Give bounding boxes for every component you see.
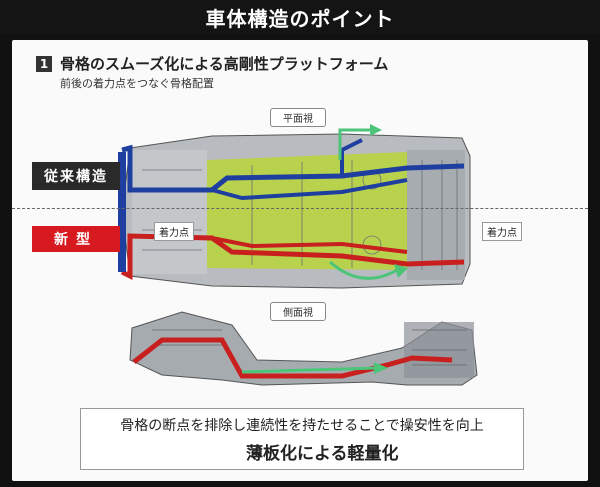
side-view-chassis <box>129 311 478 386</box>
summary-line-lightweight: 薄板化による軽量化 <box>246 444 399 464</box>
old-frame-crossmember <box>340 138 363 176</box>
chassis-illustration <box>118 124 478 462</box>
content-panel: 1 骨格のスムーズ化による高剛性プラットフォーム 前後の着力点をつなぐ骨格配置 <box>12 40 588 481</box>
summary-line-handling: 骨格の断点を排除し連続性を持たせることで操安性を向上 <box>120 418 484 434</box>
new-frame-rail-lower <box>120 233 465 281</box>
slide-title: 車体構造のポイント <box>0 0 600 34</box>
load-point-callout-left: 着力点 <box>154 222 194 241</box>
side-new-frame-rail <box>132 337 453 379</box>
top-view-label: 平面視 <box>270 108 326 127</box>
old-frame-rail-upper <box>121 144 465 193</box>
old-frame-rail-inner <box>211 178 408 201</box>
lower-flow-arrow-line <box>329 260 398 280</box>
side-flow-arrow-line <box>241 366 378 374</box>
section-subtitle: 前後の着力点をつなぐ骨格配置 <box>60 77 214 90</box>
top-flow-arrow-head <box>370 124 382 136</box>
lightweight-floor-zone <box>207 152 412 270</box>
section-number: 1 <box>36 56 52 72</box>
front-bumper-bracket <box>118 152 126 272</box>
lower-flow-arrow-head <box>394 264 408 278</box>
front-engine-bay <box>132 150 207 274</box>
side-flow-arrow-head <box>374 362 388 374</box>
side-view-label: 側面視 <box>270 302 326 321</box>
top-view-chassis <box>118 124 471 289</box>
section-title: 骨格のスムーズ化による高剛性プラットフォーム <box>60 55 389 73</box>
load-point-callout-right: 着力点 <box>482 222 522 241</box>
top-flow-arrow-line <box>338 128 372 160</box>
new-model-tag: 新型 <box>32 226 120 252</box>
old-structure-tag: 従来構造 <box>32 162 120 190</box>
rear-floor-panel <box>407 150 465 280</box>
new-frame-rail-inner <box>211 236 408 254</box>
summary-box: 骨格の断点を排除し連続性を持たせることで操安性を向上 薄板化による軽量化 <box>80 408 524 470</box>
comparison-divider <box>12 208 588 209</box>
